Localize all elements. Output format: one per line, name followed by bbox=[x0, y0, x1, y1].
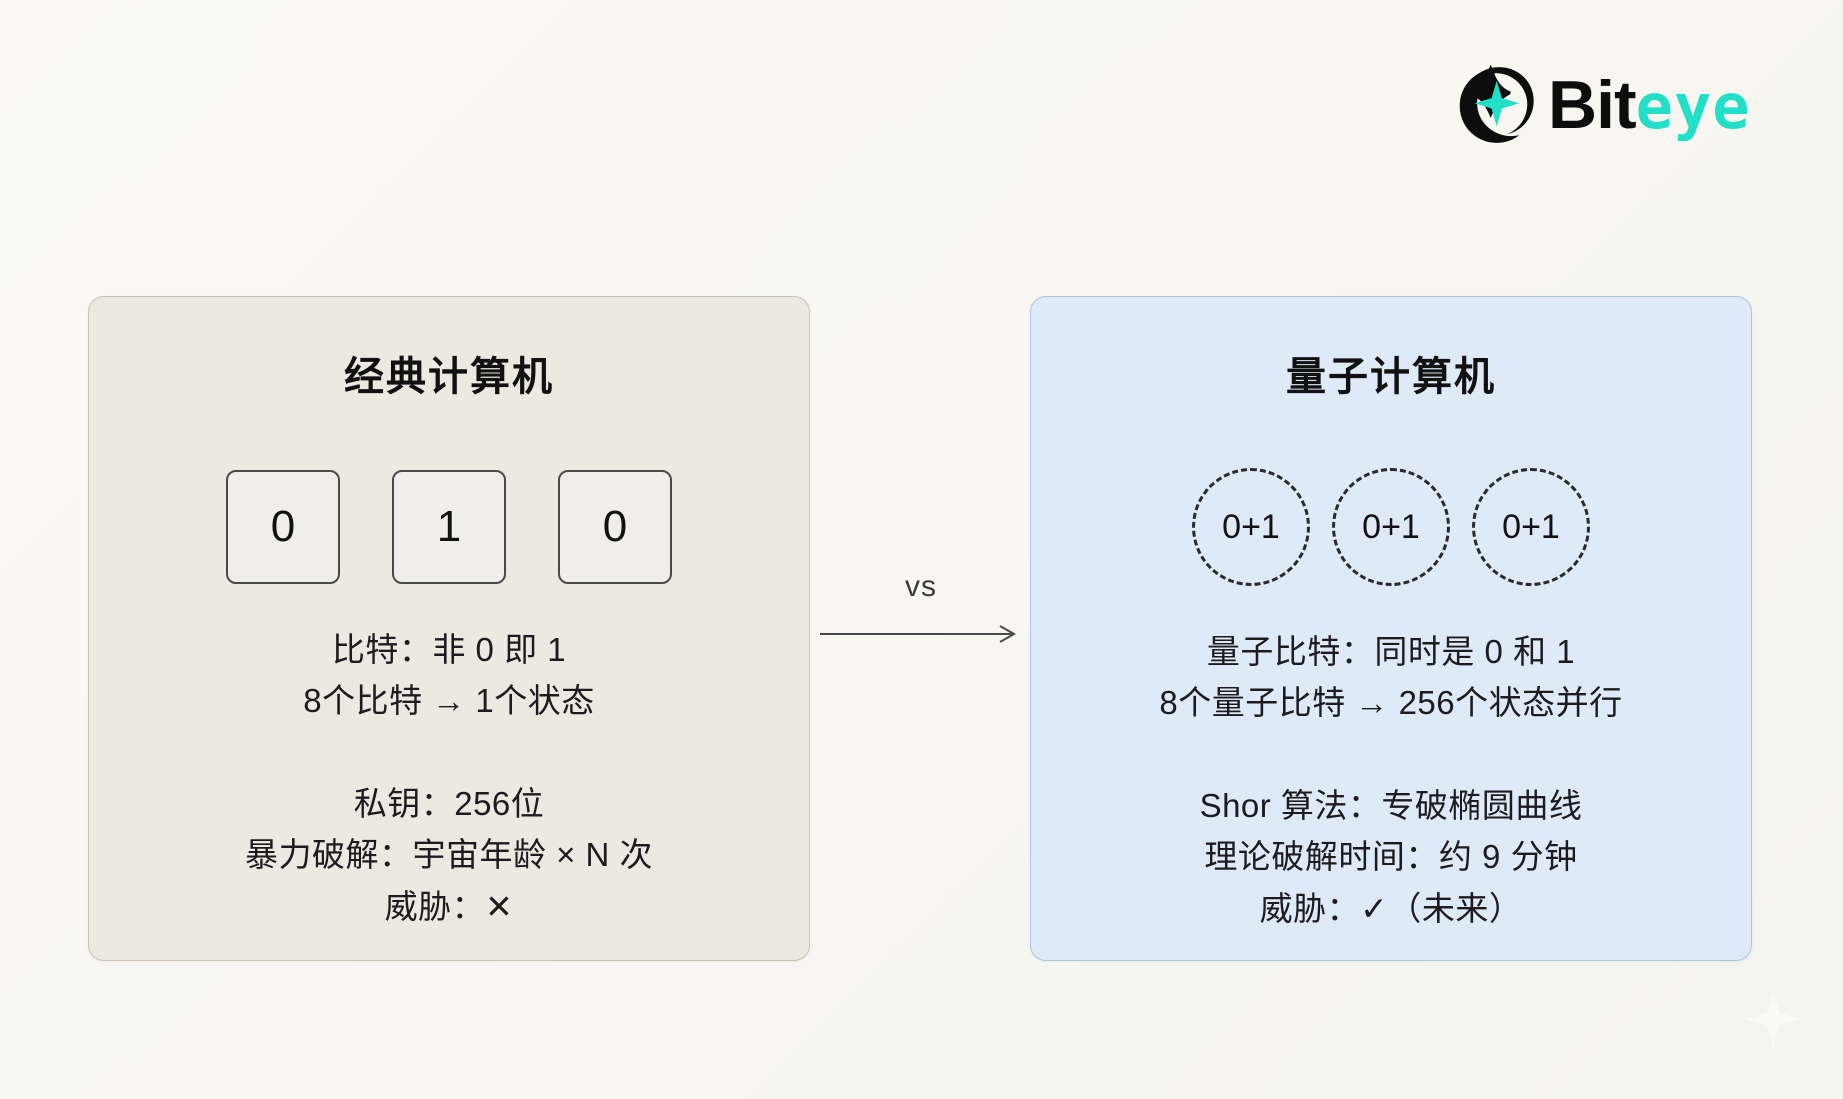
qubit-circle: 0+1 bbox=[1332, 468, 1450, 586]
comparison-connector: vs bbox=[812, 570, 1030, 690]
classical-text-block-top: 比特：非 0 即 1 8个比特 → 1个状态 bbox=[89, 624, 809, 726]
text-line: Shor 算法：专破椭圆曲线 bbox=[1199, 787, 1583, 825]
text-line: 比特：非 0 即 1 bbox=[331, 631, 567, 668]
text-line: 暴力破解：宇宙年龄 × N 次 bbox=[244, 836, 654, 874]
classical-panel-title: 经典计算机 bbox=[344, 355, 554, 399]
arrow-right-icon bbox=[820, 625, 1017, 643]
bit-box: 0 bbox=[226, 470, 340, 584]
brand-name-primary: Bit bbox=[1548, 67, 1637, 143]
quantum-qubit-row: 0+1 0+1 0+1 bbox=[1031, 468, 1751, 586]
quantum-computer-panel: 量子计算机 0+1 0+1 0+1 量子比特：同时是 0 和 1 8个量子比特 … bbox=[1030, 296, 1752, 961]
quantum-panel-title: 量子计算机 bbox=[1286, 355, 1496, 399]
quantum-text-block-bottom: Shor 算法：专破椭圆曲线 理论破解时间：约 9 分钟 威胁：✓（未来） bbox=[1031, 780, 1751, 933]
classical-bit-row: 0 1 0 bbox=[89, 470, 809, 584]
text-line: 8个比特 → 1个状态 bbox=[303, 682, 595, 720]
quantum-text-block-top: 量子比特：同时是 0 和 1 8个量子比特 → 256个状态并行 bbox=[1031, 626, 1751, 728]
bit-box: 1 bbox=[392, 470, 506, 584]
bit-box: 0 bbox=[558, 470, 672, 584]
text-line: 威胁：✓（未来） bbox=[1259, 889, 1523, 927]
classical-text-block-bottom: 私钥：256位 暴力破解：宇宙年龄 × N 次 威胁：✕ bbox=[89, 778, 809, 931]
text-line: 8个量子比特 → 256个状态并行 bbox=[1159, 684, 1623, 722]
text-line: 量子比特：同时是 0 和 1 bbox=[1206, 633, 1576, 670]
crescent-star-logo-icon bbox=[1452, 62, 1538, 148]
sparkle-decoration-icon bbox=[1745, 991, 1801, 1047]
brand-name-secondary: eye bbox=[1635, 70, 1751, 143]
text-line: 威胁：✕ bbox=[384, 887, 514, 925]
text-line: 理论破解时间：约 9 分钟 bbox=[1204, 838, 1578, 876]
qubit-circle: 0+1 bbox=[1472, 468, 1590, 586]
text-line: 私钥：256位 bbox=[353, 785, 545, 823]
classical-computer-panel: 经典计算机 0 1 0 比特：非 0 即 1 8个比特 → 1个状态 私钥：25… bbox=[88, 296, 810, 961]
vs-label: vs bbox=[905, 570, 937, 603]
qubit-circle: 0+1 bbox=[1192, 468, 1310, 586]
